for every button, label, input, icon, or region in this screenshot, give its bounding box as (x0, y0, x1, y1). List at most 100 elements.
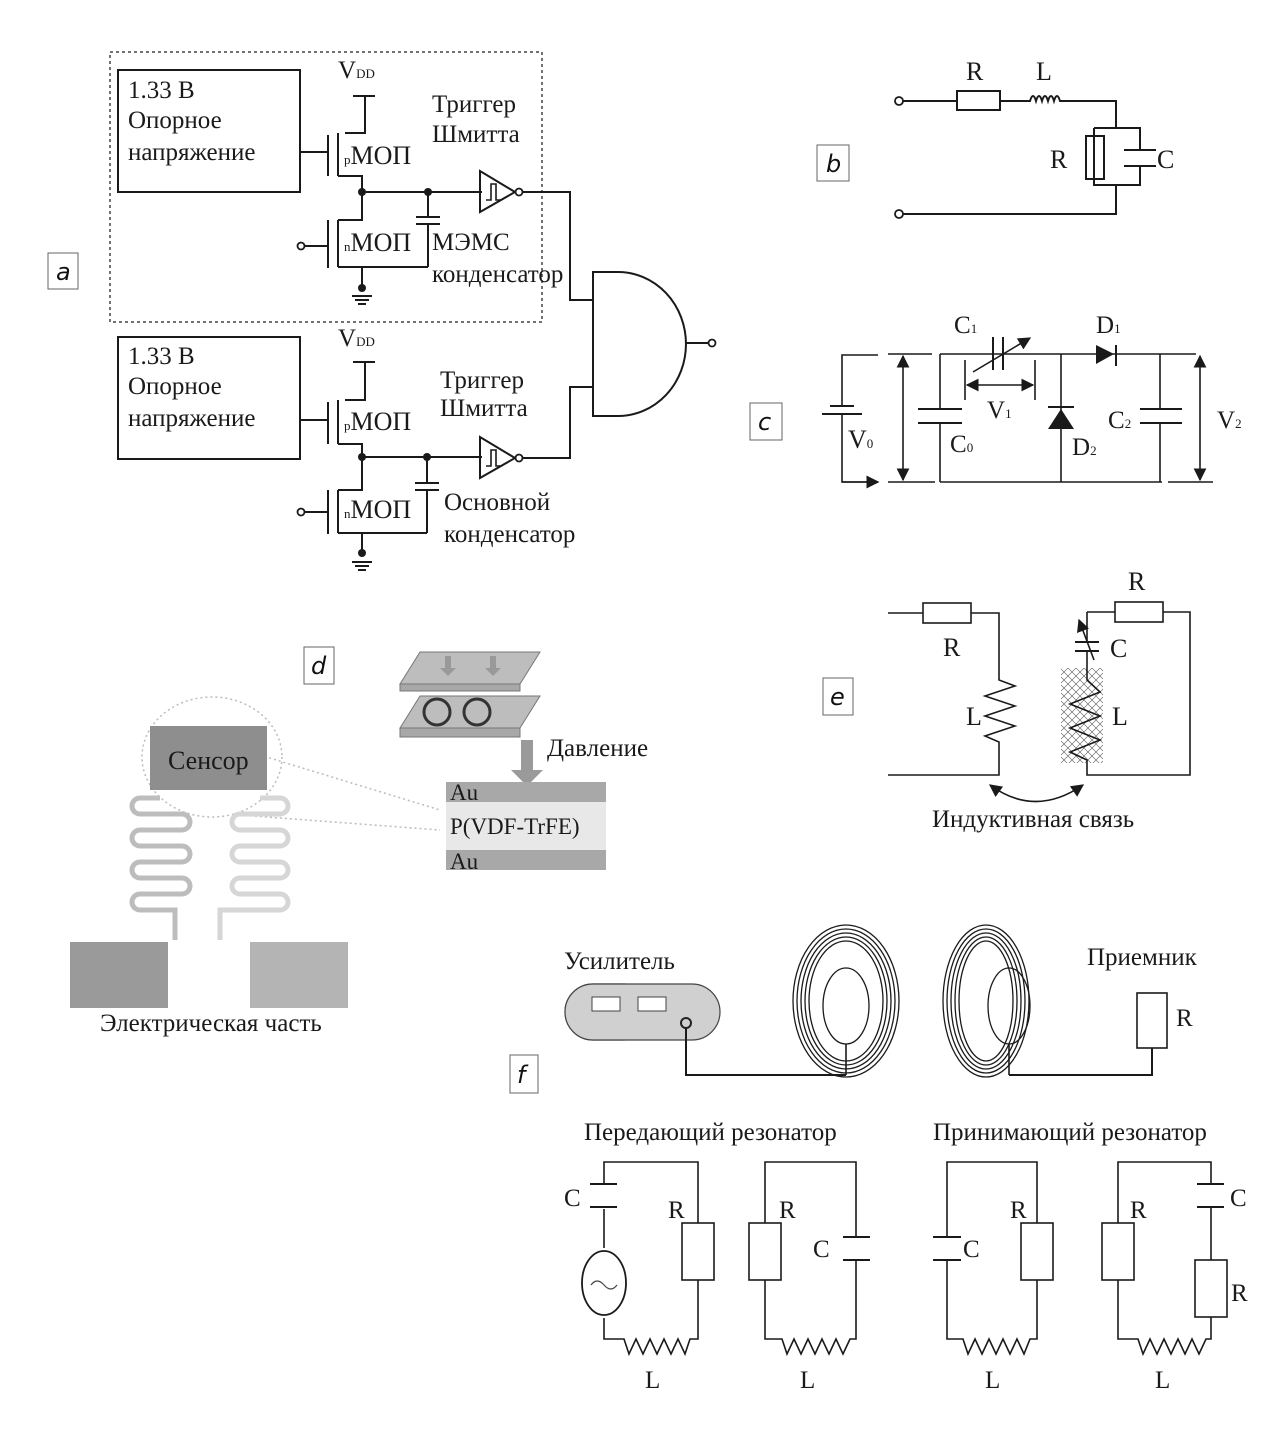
nmos-drain (337, 192, 363, 267)
ground-icon (352, 561, 372, 571)
c0-label: C0 (950, 431, 973, 458)
meander-left (129, 795, 193, 940)
coupling-arrow (988, 784, 1085, 803)
ac-source-icon (581, 1250, 627, 1316)
panel-label-e: e (830, 683, 845, 711)
top-plate (399, 651, 541, 685)
input-rails (888, 353, 935, 483)
loop-wire (603, 1161, 699, 1357)
nmos-label: nМОП (344, 228, 411, 257)
main-wires (939, 353, 1196, 483)
l-label: L (1155, 1367, 1170, 1394)
equivalent-circuit-3: C R L (933, 1161, 1054, 1394)
loop-wire (1117, 1161, 1212, 1357)
loop-wire (946, 1161, 1038, 1357)
force-arrows-icon (440, 656, 501, 676)
resistor (681, 1222, 715, 1281)
panel-label-box-f (509, 1054, 539, 1094)
nmos-source (338, 532, 427, 553)
panel-label-d: d (311, 652, 327, 680)
capacitor (843, 1236, 870, 1261)
return-wire (903, 185, 1117, 215)
series-inductor (1000, 95, 1117, 128)
transmit-resonator-title: Передающий резонатор (584, 1119, 837, 1146)
d1-label: D1 (1096, 312, 1121, 339)
layer-pvdf (446, 802, 606, 850)
nmos-drain (337, 457, 363, 533)
top-plate-edge (399, 683, 521, 692)
v1-label: V1 (987, 397, 1012, 424)
series-resistor (956, 90, 1001, 111)
capacitor (590, 1183, 617, 1208)
sensor-block (150, 726, 267, 790)
d1-diode-icon (1096, 345, 1114, 364)
receiver-r-label: R (1176, 1005, 1193, 1032)
panel-label-box-e (822, 677, 854, 716)
pressure-arrow-icon (511, 740, 543, 786)
amplifier-display-2 (637, 996, 667, 1012)
amplifier-housing (564, 983, 721, 1041)
bottom-plate-edge (399, 727, 521, 738)
amplifier-label: Усилитель (564, 948, 675, 975)
pmos-drain (338, 443, 363, 457)
parallel-resistor (1085, 135, 1105, 180)
pmos-label: pМОП (344, 141, 411, 170)
hysteresis-glyph (486, 183, 501, 201)
v1-ticks (964, 360, 1036, 400)
primary-r-label: R (943, 633, 961, 662)
coupling-label: Индуктивная связь (932, 806, 1134, 833)
c2-capacitor (1140, 408, 1182, 424)
transmit-coil-icon (792, 924, 900, 1078)
c-label: C (564, 1185, 581, 1212)
pmos-drain (338, 175, 363, 192)
l-label: L (985, 1367, 1000, 1394)
resistor (748, 1222, 782, 1281)
resistor-2 (1194, 1259, 1228, 1318)
r-label: R (1010, 1197, 1027, 1224)
ground-dot (358, 284, 366, 292)
secondary-resistor (1114, 601, 1164, 623)
zoom-lines (239, 751, 441, 831)
capacitor-label-line2: конденсатор (444, 521, 575, 548)
nmos-source (338, 266, 428, 288)
electrode-left (70, 942, 168, 1008)
amplifier-display-1 (591, 996, 621, 1012)
reference-label-line2: напряжение (128, 405, 255, 432)
secondary-l-label: L (1112, 702, 1128, 731)
panel-label-box-c (749, 402, 783, 441)
panel-b: b R L R C (816, 57, 1174, 219)
pmos-label: pМОП (344, 407, 411, 436)
c-label: C (1230, 1185, 1247, 1212)
layer-label-au-top: Au (450, 780, 479, 805)
variable-arrow (972, 337, 1032, 373)
layer-au-top (446, 782, 606, 802)
comparator-block-mems: 1.33 В Опорное напряжение VDD pМОП nМОП … (117, 57, 593, 305)
equivalent-circuit-4: R C R L (1101, 1161, 1248, 1394)
battery-leads (841, 354, 878, 482)
receiver-label: Приемник (1087, 944, 1198, 971)
electrode-right (250, 942, 348, 1008)
v0-label: V0 (848, 425, 873, 454)
trigger-label-line2: Шмитта (440, 395, 528, 422)
reference-voltage-value: 1.33 В (128, 343, 195, 370)
capacitor (1197, 1183, 1224, 1208)
series-l-label: L (1036, 57, 1052, 86)
meander-right (217, 795, 291, 940)
dipole-icon (422, 697, 452, 727)
battery-icon (822, 405, 862, 415)
layer-label-au-bottom: Au (450, 849, 479, 874)
reference-voltage-box (117, 336, 301, 460)
r-label: R (779, 1197, 796, 1224)
vdd-label: VDD (338, 57, 375, 84)
panel-label-b: b (826, 150, 841, 178)
c-label: C (963, 1236, 980, 1263)
hysteresis-glyph (486, 449, 501, 467)
loop-wire (764, 1161, 857, 1357)
mems-capacitor (416, 192, 440, 267)
series-r-label: R (966, 57, 984, 86)
trigger-label-line2: Шмитта (432, 121, 520, 148)
secondary-c-label: C (1110, 634, 1127, 663)
tuning-arrow (1077, 618, 1095, 661)
